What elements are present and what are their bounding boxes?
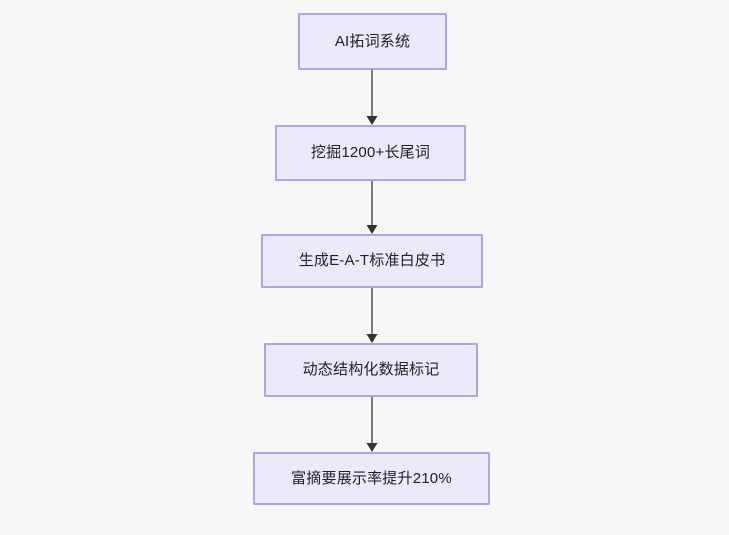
flow-node-rich-snippet-uplift[interactable]: 富摘要展示率提升210% [253, 452, 490, 505]
flow-node-label: AI拓词系统 [334, 32, 411, 50]
flow-node-label: 挖掘1200+长尾词 [310, 144, 431, 161]
flow-node-generate-eat-whitepaper[interactable]: 生成E-A-T标准白皮书 [261, 234, 483, 288]
edge-n3-n4 [364, 288, 380, 343]
flow-node-dynamic-structured-data[interactable]: 动态结构化数据标记 [264, 343, 478, 397]
edge-n4-n5 [364, 397, 380, 452]
flow-node-mine-longtail-keywords[interactable]: 挖掘1200+长尾词 [275, 125, 466, 181]
edge-n2-n3 [364, 181, 380, 234]
flow-node-ai-keyword-system[interactable]: AI拓词系统 [298, 13, 447, 70]
flow-node-label: 动态结构化数据标记 [302, 361, 440, 378]
flow-node-label: 富摘要展示率提升210% [291, 469, 452, 487]
flow-node-label: 生成E-A-T标准白皮书 [298, 252, 446, 269]
edge-n1-n2 [364, 70, 380, 125]
